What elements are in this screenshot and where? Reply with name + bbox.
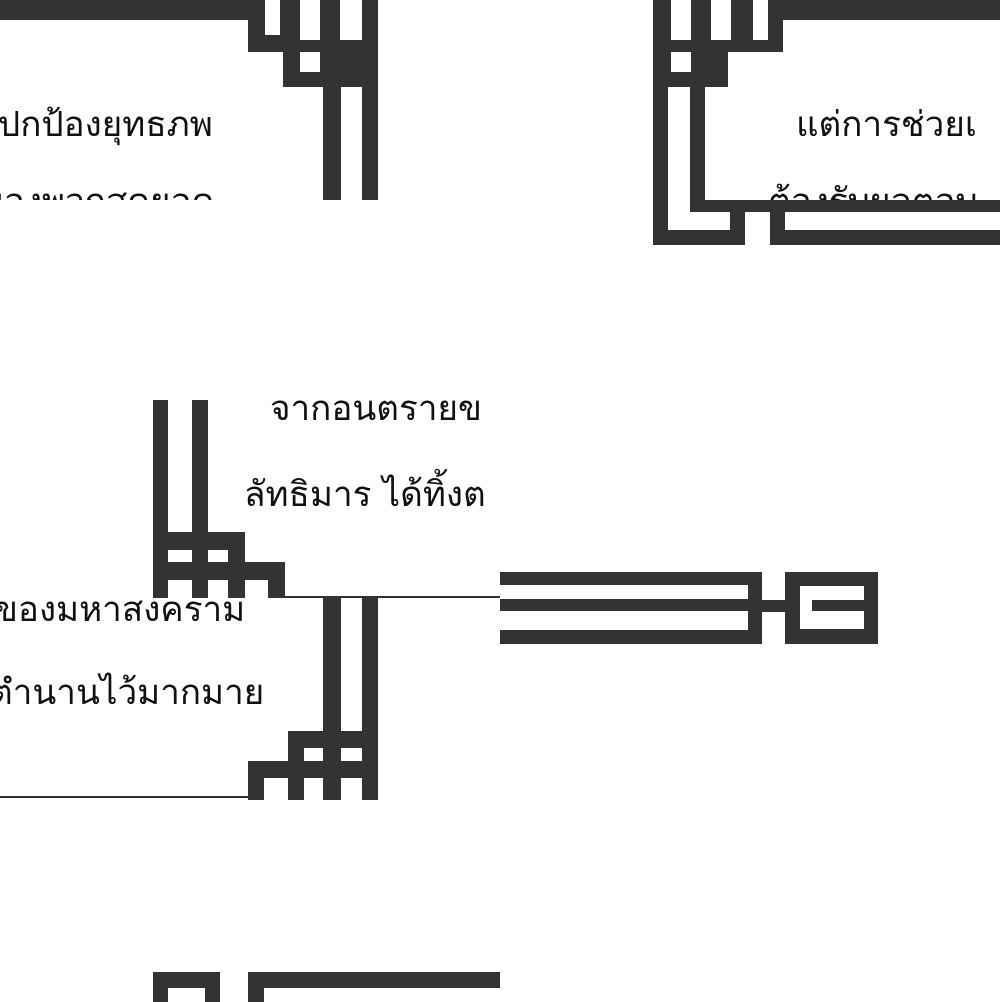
- caption-line: ตำนานไว้มากมาย: [0, 673, 265, 713]
- caption-line: ลัทธิมาร ได้ทิ้งต: [244, 475, 486, 515]
- text-panel-middle: จากอนตรายข ลัทธิมาร ได้ทิ้งต: [150, 400, 500, 600]
- text-panel-top-left: ปกป้องยุทธภพ ของพวกสุดยอด: [0, 0, 380, 200]
- caption-line: ปกป้องยุทธภพ: [0, 105, 213, 145]
- caption-line: จากอนตรายข: [270, 400, 482, 429]
- caption-line: ต้องรับผลตอบ: [768, 185, 978, 201]
- text-panel-top-right: แต่การช่วยเ ต้องรับผลตอบ: [653, 0, 1000, 245]
- caption-line: ของมหาสงคราม: [0, 598, 246, 630]
- frame-bar: [0, 0, 265, 20]
- caption-line: แต่การช่วยเ: [796, 105, 977, 145]
- caption-line: ของพวกสุดยอด: [0, 185, 214, 201]
- text-panel-lower-left: ของมหาสงคราม ตำนานไว้มากมาย: [0, 598, 380, 800]
